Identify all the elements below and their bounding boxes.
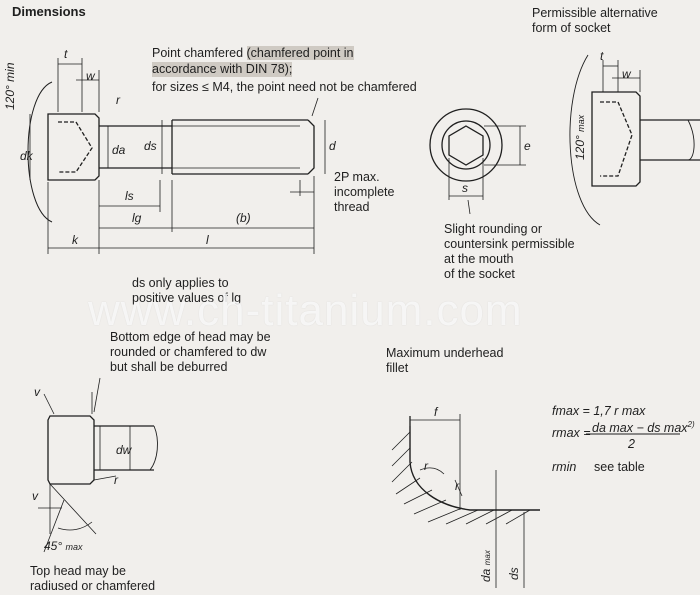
formula-rmax-denominator: 2 [628, 437, 635, 451]
socket-top-view [429, 108, 526, 215]
see-table-note: see table [594, 460, 645, 474]
label-e: e [524, 139, 531, 153]
label-t: t [64, 47, 68, 61]
label-b: (b) [236, 211, 251, 225]
label-120-max: 120° max [573, 114, 587, 160]
chamfer-note-line2: accordance with DIN 78); [152, 62, 293, 77]
label-t-alt: t [600, 49, 604, 63]
label-45-max: 45° max [44, 539, 83, 553]
label-s: s [462, 181, 468, 195]
label-r-head: r [114, 473, 119, 487]
label-da-max: da max [479, 549, 493, 582]
head-detail-view [38, 377, 158, 553]
dimensions-title: Dimensions [12, 4, 86, 19]
underhead-fillet-view [391, 414, 540, 588]
label-k: k [72, 233, 79, 247]
label-d: d [329, 139, 336, 153]
label-l: l [206, 233, 209, 247]
formula-rmax-lhs: rmax = [552, 426, 591, 440]
label-w: w [86, 69, 96, 83]
label-dk: dk [20, 149, 34, 163]
formula-rmin: rmin [552, 460, 577, 474]
alternative-socket-view [569, 54, 700, 226]
label-r-fillet: r [424, 459, 429, 473]
label-dw: dw [116, 443, 133, 457]
bottom-edge-note: Bottom edge of head may be rounded or ch… [110, 330, 271, 374]
screw-side-view [27, 58, 326, 254]
formula-fmax: fmax = 1,7 r max [552, 404, 646, 418]
label-r: r [116, 93, 121, 107]
label-ls: ls [125, 189, 134, 203]
chamfer-note-line3: for sizes ≤ M4, the point need not be ch… [152, 80, 417, 94]
top-head-note: Top head may be radiused or chamfered [30, 564, 156, 593]
rounding-note: Slight rounding or countersink permissib… [444, 222, 575, 281]
label-lg: lg [132, 211, 142, 225]
formula-rmax-numerator: da max − ds max2) [592, 420, 695, 436]
watermark: www.ch-titanium.com [88, 286, 523, 335]
label-v-bottom: v [32, 489, 39, 503]
label-ds-fillet: ds [507, 567, 521, 580]
alt-socket-note: Permissible alternative form of socket [532, 6, 658, 35]
ds-note: ds only applies to positive values of lg [132, 276, 242, 305]
label-r-fillet-2: r [455, 479, 460, 493]
label-da: da [112, 143, 126, 157]
thread-note: 2P max. incomplete thread [334, 170, 395, 214]
label-f: f [434, 405, 439, 419]
underhead-note: Maximum underhead fillet [386, 346, 504, 375]
label-120-min: 120° min [3, 62, 17, 110]
chamfer-note-line1: Point chamfered (chamfered point in [152, 46, 354, 60]
label-w-alt: w [622, 67, 632, 81]
label-v-top: v [34, 385, 41, 399]
label-ds: ds [144, 139, 157, 153]
